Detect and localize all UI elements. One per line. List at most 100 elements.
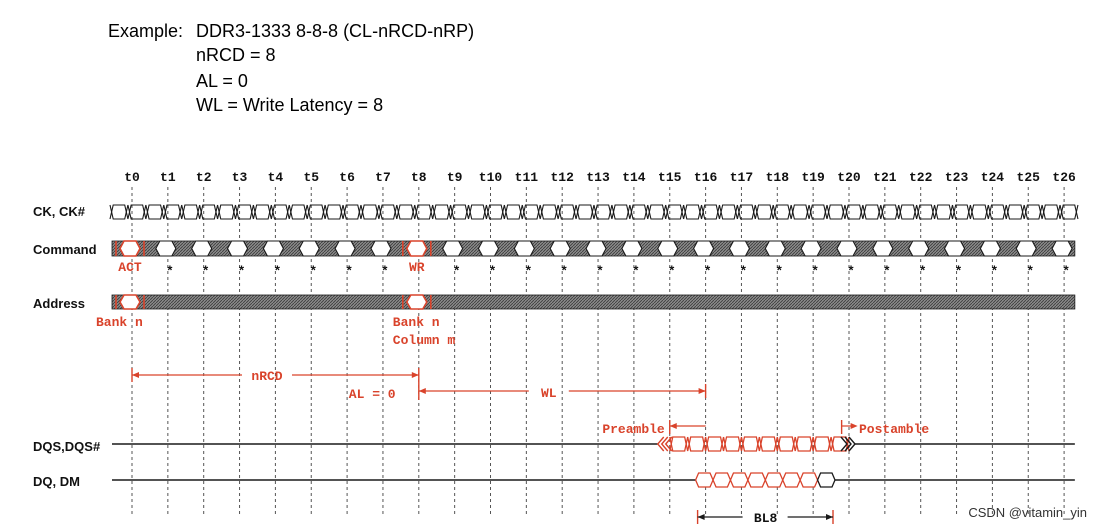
nop-marker: * — [453, 264, 461, 279]
nop-marker: * — [1026, 264, 1034, 279]
command-nop-slot — [1015, 240, 1037, 257]
dq-data-beat — [782, 472, 801, 488]
command-nop-slot — [191, 240, 213, 257]
header-prefix: Example: — [108, 21, 184, 41]
nop-marker: * — [345, 264, 353, 279]
header-nrcd: nRCD = 8 — [196, 45, 276, 65]
clock-label: t3 — [232, 170, 248, 185]
command-nop-slot — [1051, 240, 1073, 257]
address-label: Bank n — [96, 315, 143, 330]
bl8-label: BL8 — [754, 511, 778, 526]
nop-marker: * — [238, 264, 246, 279]
dq-data-beat — [764, 472, 784, 488]
nop-marker: * — [775, 264, 783, 279]
nop-marker: * — [273, 264, 281, 279]
nop-marker: * — [309, 264, 317, 279]
nop-marker: * — [524, 264, 532, 279]
nop-marker: * — [381, 264, 389, 279]
header-wl: WL = Write Latency = 8 — [196, 95, 384, 115]
bl8-arrow-head — [826, 514, 833, 520]
command-nop-slot — [298, 240, 320, 257]
address-valid-slot — [405, 294, 428, 310]
nop-marker: * — [489, 264, 497, 279]
command-nop-slot — [621, 240, 643, 257]
command-nop-slot — [657, 240, 679, 257]
clock-label: t9 — [447, 170, 463, 185]
watermark: CSDN @vitamin_yin — [968, 505, 1087, 520]
address-valid-slot — [119, 294, 141, 310]
clock-label: t16 — [694, 170, 718, 185]
command-nop-slot — [836, 240, 858, 257]
preamble-label: Preamble — [602, 422, 665, 437]
nop-marker: * — [740, 264, 748, 279]
command-nop-slot — [334, 240, 356, 257]
clock-label: t24 — [981, 170, 1005, 185]
nop-marker: * — [990, 264, 998, 279]
clock-label: t21 — [873, 170, 897, 185]
nrcd-label: nRCD — [251, 369, 282, 384]
clock-label: t17 — [730, 170, 753, 185]
clock-label: t20 — [837, 170, 861, 185]
dqs-toggle-inverted — [669, 436, 850, 452]
clock-label: t6 — [339, 170, 355, 185]
clock-label: t4 — [268, 170, 284, 185]
clock-label: t26 — [1052, 170, 1076, 185]
postamble-label: Postamble — [859, 422, 929, 437]
clock-label: t11 — [515, 170, 539, 185]
clock-label: t23 — [945, 170, 969, 185]
dq-data-beat — [799, 472, 819, 488]
nop-marker: * — [166, 264, 174, 279]
command-nop-slot — [585, 240, 607, 257]
clock-label: t13 — [586, 170, 610, 185]
clock-label: t1 — [160, 170, 176, 185]
nop-marker: * — [955, 264, 963, 279]
command-nop-slot — [226, 240, 249, 257]
postamble-arrow-head — [850, 423, 858, 429]
al-label: AL = 0 — [349, 387, 396, 402]
signal-label-address: Address — [33, 296, 85, 311]
dqs-toggle — [669, 436, 850, 452]
dqs-postamble-edge — [844, 436, 852, 452]
dq-data-beat — [712, 472, 732, 488]
command-nop-slot — [549, 240, 571, 257]
command-nop-slot — [943, 240, 966, 257]
dq-data-beat — [747, 472, 767, 488]
wl-arrow-head — [418, 388, 426, 394]
nop-marker: * — [704, 264, 712, 279]
clock-label: t15 — [658, 170, 682, 185]
nop-marker: * — [632, 264, 640, 279]
clock-label: t2 — [196, 170, 212, 185]
wl-label: WL — [541, 386, 557, 401]
command-nop-slot — [800, 240, 822, 257]
command-nop-slot — [155, 240, 177, 257]
nop-marker: * — [202, 264, 210, 279]
preamble-arrow-head — [669, 423, 677, 429]
nop-marker: * — [847, 264, 855, 279]
command-nop-slot — [262, 240, 285, 257]
clock-label: t5 — [303, 170, 319, 185]
command-nop-slot — [442, 240, 464, 257]
header-config: DDR3-1333 8-8-8 (CL-nRCD-nRP) — [196, 21, 475, 41]
clock-label: t10 — [479, 170, 503, 185]
command-label-wr: WR — [409, 260, 425, 275]
address-label: Bank n — [393, 315, 440, 330]
command-nop-slot — [872, 240, 894, 257]
bl8-arrow-head — [697, 514, 705, 520]
nop-marker: * — [596, 264, 604, 279]
clock-label: t0 — [124, 170, 140, 185]
clock-label: t25 — [1017, 170, 1041, 185]
dq-data-beat — [816, 472, 836, 488]
nrcd-arrow-head — [132, 372, 139, 378]
nop-marker: * — [560, 264, 568, 279]
address-label: Column m — [393, 333, 456, 348]
clock-label: t19 — [801, 170, 825, 185]
signal-label-command: Command — [33, 242, 97, 257]
command-nop-slot — [370, 240, 392, 257]
clock-label: t22 — [909, 170, 933, 185]
command-nop-slot — [477, 240, 500, 257]
nop-marker: * — [1062, 264, 1070, 279]
clock-label: t7 — [375, 170, 391, 185]
signal-label-dqs: DQS,DQS# — [33, 439, 101, 454]
signal-label-dq: DQ, DM — [33, 474, 80, 489]
